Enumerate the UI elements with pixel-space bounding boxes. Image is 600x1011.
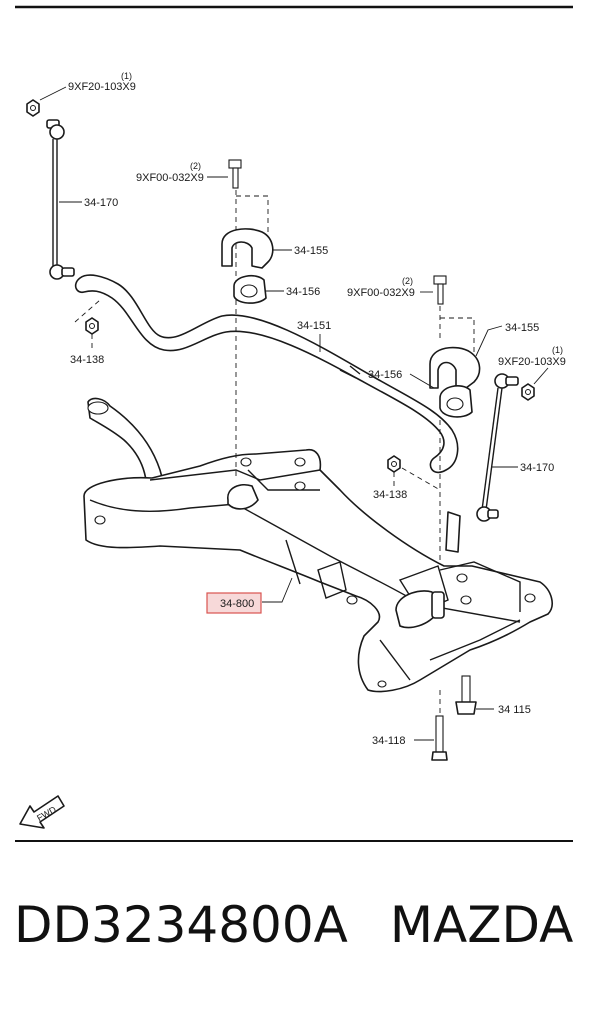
right-link-assembly bbox=[476, 367, 549, 522]
label-bolt-right-link: 9XF20-103X9 bbox=[498, 356, 566, 368]
crossmember bbox=[83, 300, 553, 693]
label-mount-bolt-lower: 34-118 bbox=[372, 735, 405, 747]
left-nut bbox=[74, 299, 101, 350]
label-mount-bolt-right: 34 115 bbox=[498, 704, 531, 716]
label-bolt-top-left: 9XF20-103X9 bbox=[68, 81, 136, 93]
label-bushing-left: 34-156 bbox=[286, 286, 320, 298]
fwd-arrow-icon: FWD bbox=[19, 795, 65, 829]
right-clamp bbox=[409, 275, 503, 560]
label-bolt-top-left-qty: (1) bbox=[121, 71, 132, 81]
label-bolt-top-mid-qty: (2) bbox=[190, 161, 201, 171]
label-link-left: 34-170 bbox=[84, 197, 118, 209]
stabilizer-bar bbox=[74, 274, 459, 474]
footer-manufacturer: MAZDA bbox=[389, 896, 574, 954]
label-bushing-right: 34-156 bbox=[368, 369, 402, 381]
label-nut-right: 34-138 bbox=[373, 489, 407, 501]
label-bolt-right-mid-qty: (2) bbox=[402, 276, 413, 286]
left-link-assembly bbox=[26, 86, 82, 280]
label-bolt-top-mid: 9XF00-032X9 bbox=[136, 172, 204, 184]
left-clamp bbox=[207, 159, 292, 304]
footer-caption: DD3234800A MAZDA bbox=[0, 896, 600, 954]
label-clamp-right: 34-155 bbox=[505, 322, 539, 334]
label-link-right: 34-170 bbox=[520, 462, 554, 474]
label-clamp-left: 34-155 bbox=[294, 245, 328, 257]
right-nut bbox=[387, 455, 441, 491]
label-nut-left: 34-138 bbox=[70, 354, 104, 366]
label-stabilizer-bar: 34-151 bbox=[297, 320, 331, 332]
mount-bolt-lower bbox=[414, 690, 448, 761]
crossmember-highlight bbox=[206, 592, 262, 614]
label-bolt-right-mid: 9XF00-032X9 bbox=[347, 287, 415, 299]
label-crossmember: 34-800 bbox=[220, 598, 254, 610]
mount-bolt-right bbox=[455, 675, 494, 715]
label-bolt-right-link-qty: (1) bbox=[552, 345, 563, 355]
footer-part-number: DD3234800A bbox=[14, 896, 348, 954]
